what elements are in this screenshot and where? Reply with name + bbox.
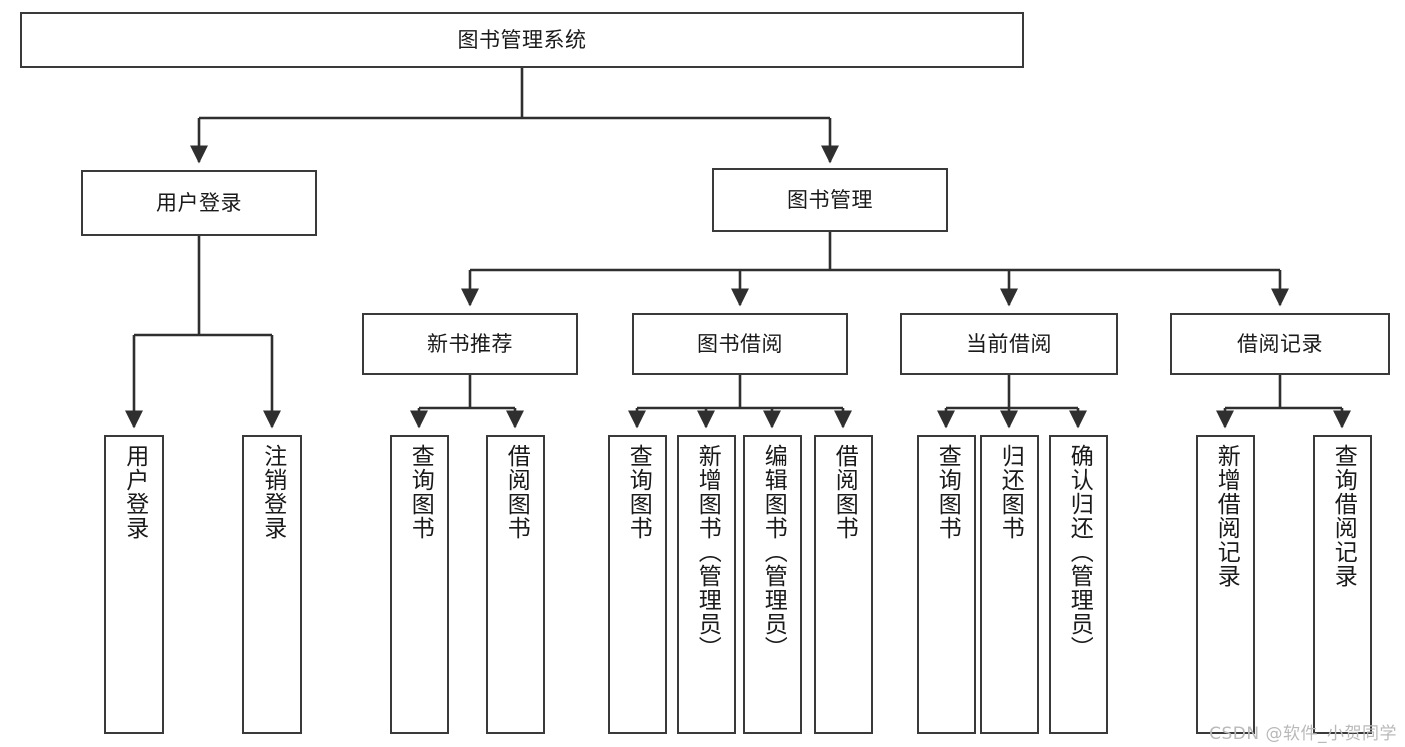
leaf-rec-borrow-label: 借阅图书 [503,444,530,540]
leaf-cur-return-label: 归还图书 [997,444,1024,540]
node-root-label: 图书管理系统 [457,27,587,52]
node-user-login-label: 用户登录 [156,190,242,215]
node-current-borrow-label: 当前借阅 [966,331,1052,356]
leaf-cur-query-label: 查询图书 [934,444,961,540]
node-book-borrow[interactable]: 图书借阅 [632,313,848,375]
leaf-user-login-label: 用户登录 [121,444,148,540]
node-book-manage-label: 图书管理 [787,187,873,212]
leaf-borrow-lend[interactable]: 借阅图书 [814,435,873,734]
leaf-borrow-query[interactable]: 查询图书 [608,435,667,734]
leaf-rec-search[interactable]: 查询借阅记录 [1313,435,1372,734]
leaf-borrow-lend-label: 借阅图书 [831,444,858,540]
node-root[interactable]: 图书管理系统 [20,12,1024,68]
leaf-borrow-edit[interactable]: 编辑图书（管理员） [743,435,802,734]
leaf-user-login[interactable]: 用户登录 [104,435,164,734]
leaf-rec-borrow[interactable]: 借阅图书 [486,435,545,734]
node-new-book-rec-label: 新书推荐 [427,331,513,356]
leaf-borrow-edit-label: 编辑图书（管理员） [760,444,787,660]
node-current-borrow[interactable]: 当前借阅 [900,313,1118,375]
node-borrow-record[interactable]: 借阅记录 [1170,313,1390,375]
leaf-borrow-add[interactable]: 新增图书（管理员） [677,435,736,734]
node-book-borrow-label: 图书借阅 [697,331,783,356]
node-book-manage[interactable]: 图书管理 [712,168,948,232]
leaf-cur-query[interactable]: 查询图书 [917,435,976,734]
leaf-user-logout[interactable]: 注销登录 [242,435,302,734]
leaf-rec-search-label: 查询借阅记录 [1330,444,1357,588]
leaf-rec-add[interactable]: 新增借阅记录 [1196,435,1255,734]
node-user-login[interactable]: 用户登录 [81,170,317,236]
node-new-book-rec[interactable]: 新书推荐 [362,313,578,375]
node-borrow-record-label: 借阅记录 [1237,331,1323,356]
leaf-cur-confirm[interactable]: 确认归还（管理员） [1049,435,1108,734]
leaf-rec-query-label: 查询图书 [407,444,434,540]
leaf-rec-query[interactable]: 查询图书 [390,435,449,734]
leaf-borrow-add-label: 新增图书（管理员） [694,444,721,660]
leaf-cur-confirm-label: 确认归还（管理员） [1066,444,1093,660]
leaf-borrow-query-label: 查询图书 [625,444,652,540]
csdn-watermark: CSDN @软件_小贺同学 [1209,724,1397,744]
leaf-user-logout-label: 注销登录 [259,444,286,540]
leaf-rec-add-label: 新增借阅记录 [1213,444,1240,588]
leaf-cur-return[interactable]: 归还图书 [980,435,1039,734]
